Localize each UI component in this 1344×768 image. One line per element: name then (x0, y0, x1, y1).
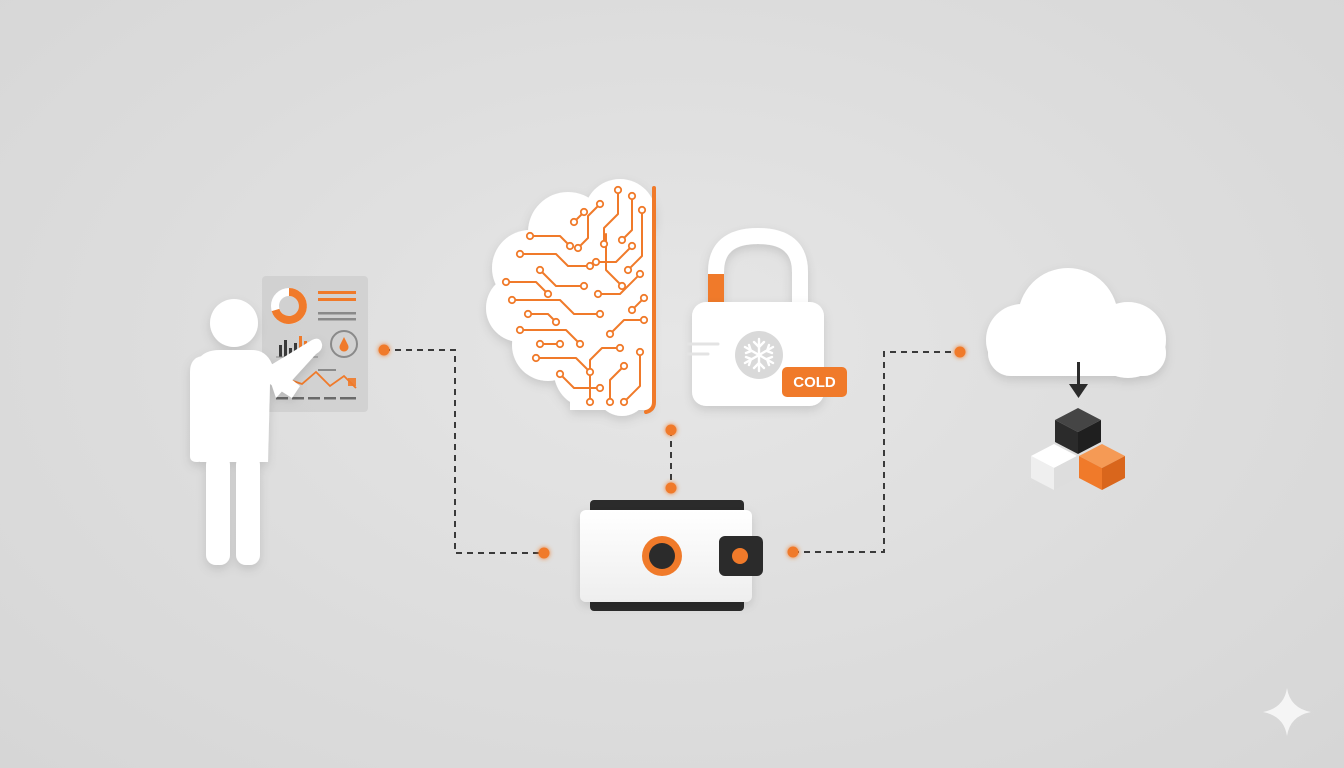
down-arrow-icon (1069, 362, 1088, 398)
connector-node-wallet-top (665, 482, 677, 494)
connector-nodes (378, 344, 966, 559)
connector-node-cloud (954, 346, 966, 358)
connector-node-person (378, 344, 390, 356)
connector-node-wallet-right (787, 546, 799, 558)
padlock-icon: COLD (686, 227, 847, 406)
cube-stack-icon (1031, 408, 1125, 490)
hardware-wallet-icon (580, 500, 763, 611)
connector-person-to-wallet (384, 349, 544, 554)
cloud-icon (986, 268, 1166, 378)
snowflake-icon (735, 331, 783, 379)
cold-badge-label: COLD (793, 374, 836, 391)
connector-node-wallet-left (538, 547, 550, 559)
person-icon (190, 299, 323, 565)
cold-badge: COLD (782, 367, 847, 397)
sparkle-icon (1263, 688, 1311, 736)
ai-brain-circuit-icon (486, 179, 656, 416)
connector-node-brain (665, 424, 677, 436)
connector-wallet-to-cloud (793, 351, 960, 553)
